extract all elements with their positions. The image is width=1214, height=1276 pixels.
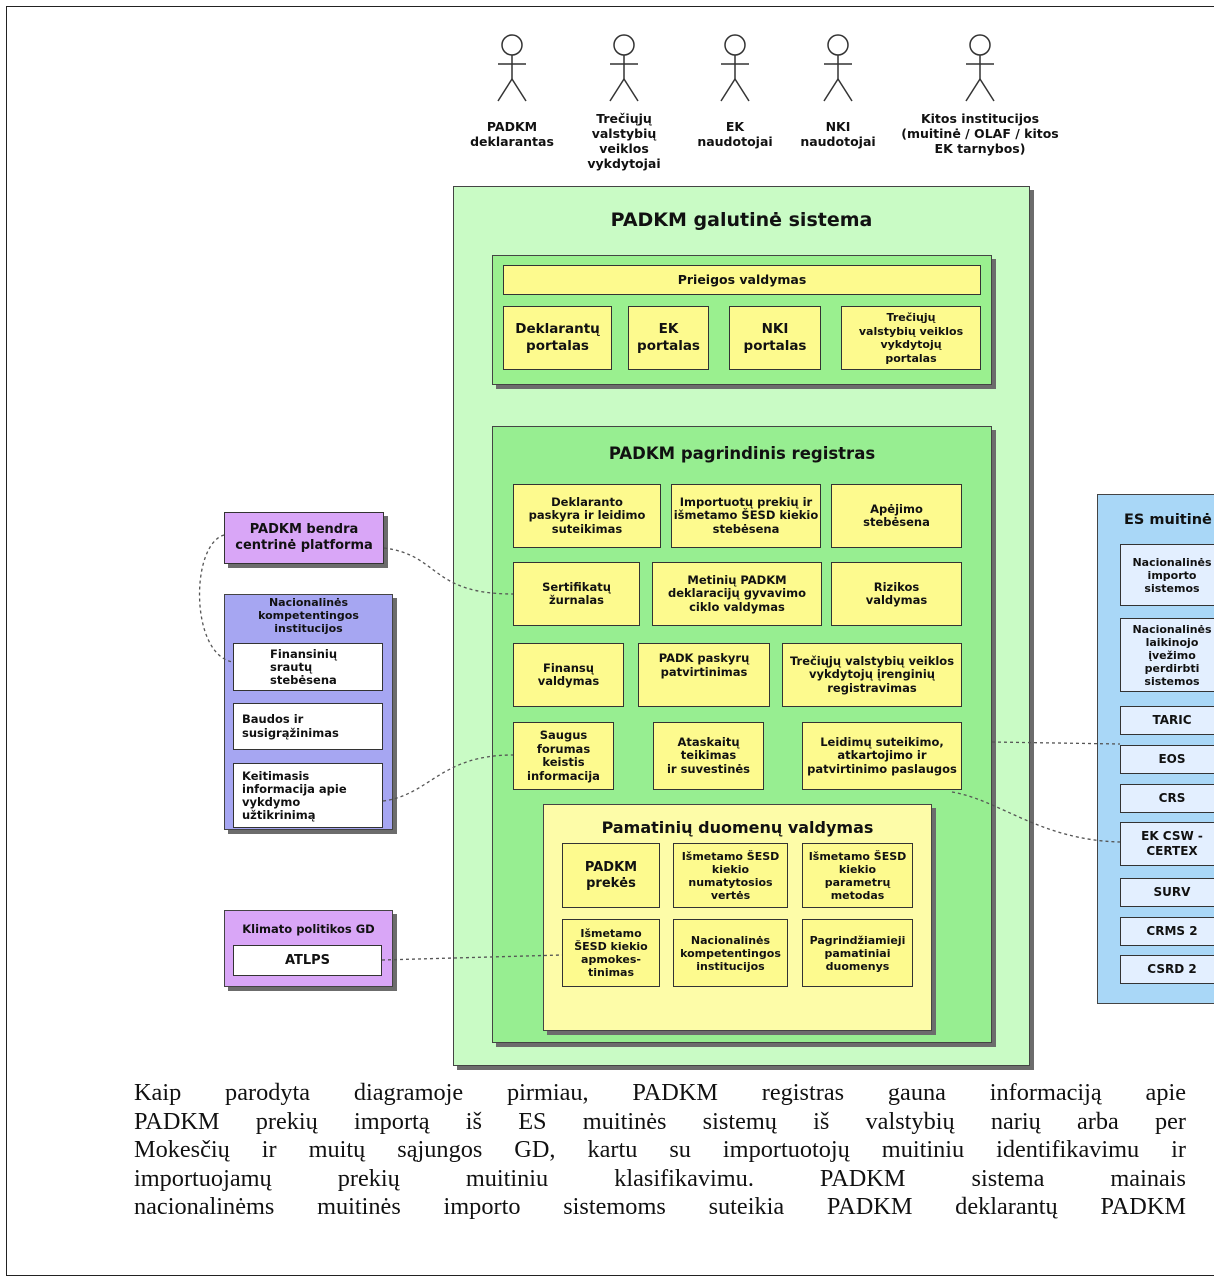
eu-surv: SURV	[1120, 878, 1214, 907]
system-title: PADKM galutinė sistema	[610, 209, 873, 231]
module-secure-forum: Saugus forumas keistis informacija	[513, 722, 614, 790]
eu-crms2: CRMS 2	[1120, 917, 1214, 946]
ref-emission-pricing: Išmetamo ŠESD kiekio apmokes- tinimas	[562, 919, 660, 987]
eu-inward-processing: Nacionalinės laikinojo įvežimo perdirbti…	[1120, 618, 1214, 692]
nki-enforcement-info: Keitimasis informacija apie vykdymo užti…	[233, 763, 383, 828]
module-installation-registration: Trečiųjų valstybių veiklos vykdytojų įre…	[782, 643, 962, 707]
nki-title: Nacionalinės kompetentingos institucijos	[258, 596, 359, 635]
eu-crs: CRS	[1120, 784, 1214, 813]
eu-csw-certex: EK CSW - CERTEX	[1120, 822, 1214, 866]
actor-ek-users: EK naudotojai	[690, 33, 780, 149]
eu-eos: EOS	[1120, 745, 1214, 774]
module-declaration-lifecycle: Metinių PADKM deklaracijų gyvavimo ciklo…	[652, 562, 822, 626]
ref-supporting-data: Pagrindžiamieji pamatiniai duomenys	[802, 919, 913, 987]
reference-data-title: Pamatinių duomenų valdymas	[601, 818, 874, 837]
central-platform: PADKM bendra centrinė platforma	[224, 512, 384, 564]
eu-csrd2: CSRD 2	[1120, 955, 1214, 984]
module-reporting: Ataskaitų teikimas ir suvestinės	[653, 722, 764, 790]
actor-label: NKI naudotojai	[800, 119, 876, 149]
module-authorisation-services: Leidimų suteikimo, atkartojimo ir patvir…	[802, 722, 962, 790]
actor-padkm-declarant: PADKM deklarantas	[468, 33, 556, 149]
module-import-monitoring: Importuotų prekių ir išmetamo ŠESD kieki…	[671, 484, 821, 548]
actor-label: PADKM deklarantas	[470, 119, 554, 149]
eu-taric: TARIC	[1120, 706, 1214, 735]
climate-title: Klimato politikos GD	[242, 922, 375, 936]
person-icon	[823, 34, 853, 102]
paragraph-line: Mokesčių ir muitų sąjungos GD, kartu su …	[134, 1136, 1186, 1164]
module-certificate-journal: Sertifikatų žurnalas	[513, 562, 640, 626]
module-declarant-account: Deklaranto paskyra ir leidimo suteikimas	[513, 484, 661, 548]
registry-title: PADKM pagrindinis registras	[608, 444, 876, 463]
portal-third-country: Trečiųjų valstybių veiklos vykdytojų por…	[841, 306, 981, 370]
portal-declarants: Deklarantų portalas	[503, 306, 612, 370]
person-icon	[497, 34, 527, 102]
paragraph-line: importuojamų prekių muitiniu klasifikavi…	[134, 1164, 1186, 1192]
portal-nki: NKI portalas	[729, 306, 821, 370]
actor-label: Kitos institucijos (muitinė / OLAF / kit…	[901, 111, 1059, 156]
module-circumvention: Apėjimo stebėsena	[831, 484, 962, 548]
reference-data-area	[543, 804, 932, 1031]
person-icon	[965, 34, 995, 102]
body-paragraph: Kaip parodyta diagramoje pirmiau, PADKM …	[134, 1079, 1186, 1222]
actor-third-country-operators: Trečiųjų valstybių veiklos vykdytojai	[578, 33, 670, 171]
actor-label: EK naudotojai	[697, 119, 773, 149]
module-finance: Finansų valdymas	[513, 643, 624, 707]
ref-padkm-goods: PADKM prekės	[562, 843, 660, 908]
paragraph-line: PADKM prekių importą iš ES muitinės sist…	[134, 1107, 1186, 1135]
ref-default-values: Išmetamo ŠESD kiekio numatytosios vertės	[673, 843, 788, 908]
paragraph-line: nacionalinėms muitinės importo sistemoms…	[134, 1193, 1186, 1221]
eu-national-import: Nacionalinės importo sistemos	[1120, 544, 1214, 606]
ref-parameter-method: Išmetamo ŠESD kiekio parametrų metodas	[802, 843, 913, 908]
person-icon	[609, 34, 639, 102]
module-padk-approval: PADK paskyrų patvirtinimas	[638, 643, 770, 707]
eu-customs-title: ES muitinė	[1124, 512, 1212, 528]
person-icon	[720, 34, 750, 102]
actor-nki-users: NKI naudotojai	[793, 33, 883, 149]
nki-penalties: Baudos ir susigrąžinimas	[233, 703, 383, 750]
nki-financial-flows: Finansinių srautų stebėsena	[233, 643, 383, 691]
portal-ek: EK portalas	[628, 306, 709, 370]
module-risk-management: Rizikos valdymas	[831, 562, 962, 626]
atlps-box: ATLPS	[233, 945, 382, 976]
paragraph-line: Kaip parodyta diagramoje pirmiau, PADKM …	[134, 1079, 1186, 1106]
ref-national-authorities: Nacionalinės kompetentingos institucijos	[673, 919, 788, 987]
actor-label: Trečiųjų valstybių veiklos vykdytojai	[587, 111, 661, 171]
actor-other-institutions: Kitos institucijos (muitinė / OLAF / kit…	[890, 33, 1070, 156]
access-management-bar: Prieigos valdymas	[503, 265, 981, 295]
